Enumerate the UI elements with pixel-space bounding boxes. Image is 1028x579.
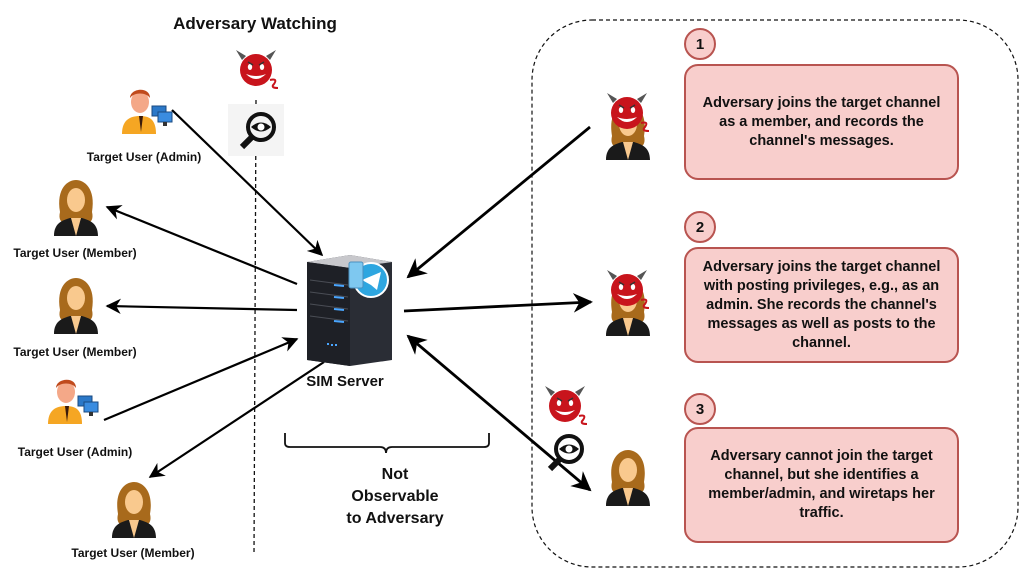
not-observable-brace (284, 433, 490, 454)
arrow-adversary1-to-server (406, 125, 591, 279)
target-user-label: Target User (Member) (13, 345, 137, 359)
arrow-admin2-to-server (103, 337, 299, 422)
scenario-number-badge: 2 (684, 211, 716, 243)
target-user-label: Target User (Member) (71, 546, 195, 560)
target-user-label: Target User (Admin) (17, 445, 133, 459)
server-label: SIM Server (306, 373, 384, 390)
observation-boundary-line (253, 99, 257, 556)
not-observable-line: Observable (351, 488, 439, 505)
scenario-box: Adversary joins the target channel as a … (684, 64, 959, 180)
server-with-telegram-icon (307, 255, 392, 366)
admin-user-icon (121, 89, 173, 135)
arrow-server-to-member2 (105, 298, 298, 314)
diagram-title: Adversary Watching (173, 14, 337, 33)
not-observable-label: Not Observable to Adversary (300, 464, 490, 530)
scenario-number-badge: 3 (684, 393, 716, 425)
not-observable-line: Not (381, 466, 409, 483)
female-user-icon (54, 278, 98, 334)
scenarios-container (531, 19, 1019, 568)
wiretapped-member-icon (606, 450, 650, 506)
spy-eye-icon (550, 436, 582, 469)
scenario-box: Adversary joins the target channel with … (684, 247, 959, 363)
arrow-server-to-member1 (105, 205, 298, 286)
target-user-label: Target User (Admin) (86, 150, 202, 164)
not-observable-line: to Adversary (346, 510, 444, 527)
devil-icon (235, 49, 279, 89)
arrow-server-to-adversary2 (403, 293, 593, 313)
devil-icon (544, 385, 588, 425)
female-user-icon (112, 482, 156, 538)
female-user-icon (54, 180, 98, 236)
arrow-server-to-member3 (148, 361, 325, 478)
admin-user-icon (47, 379, 99, 425)
arrow-admin1-to-server (171, 109, 324, 257)
scenario-box: Adversary cannot join the target channel… (684, 427, 959, 543)
scenario-number-badge: 1 (684, 28, 716, 60)
target-user-label: Target User (Member) (13, 246, 137, 260)
arrow-wiretap-server-member (406, 334, 592, 492)
